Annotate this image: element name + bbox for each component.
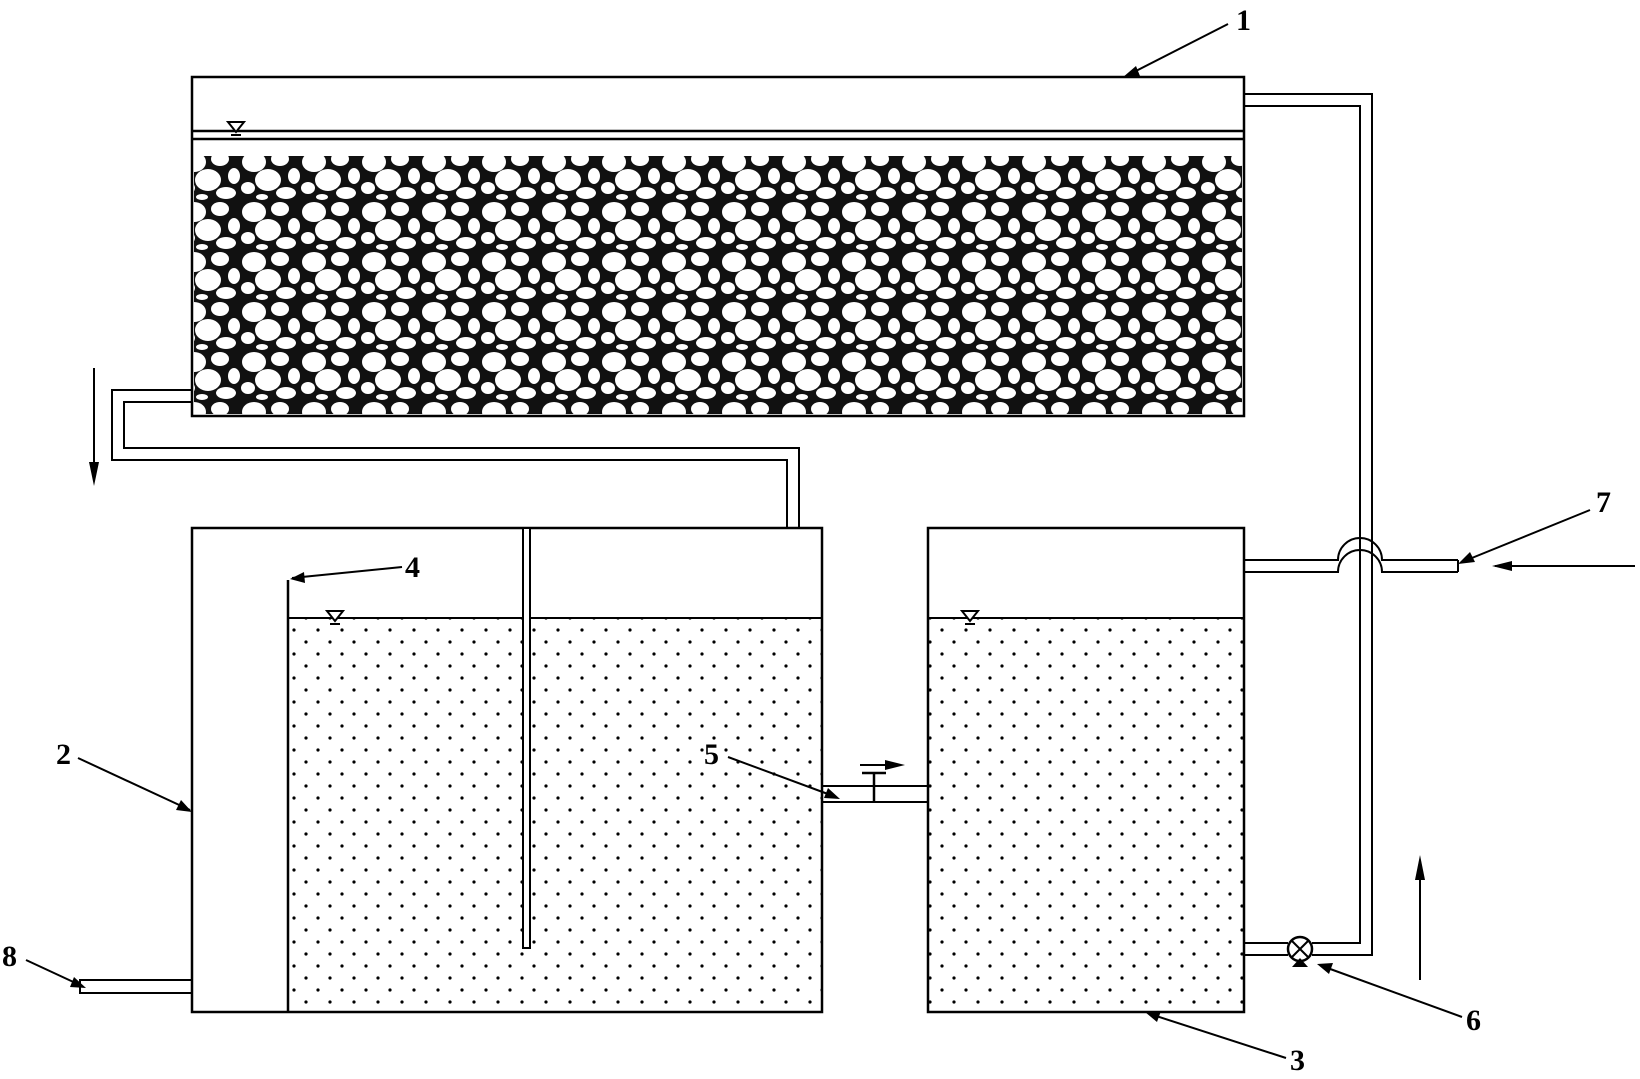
- label-8: 8: [2, 940, 86, 988]
- label-4: 4: [290, 551, 420, 584]
- label-5: 5: [704, 738, 840, 799]
- storage-tank: [926, 526, 1246, 1014]
- settling-tank-outline: [190, 526, 824, 1014]
- water-level-icon: [324, 610, 346, 625]
- settling-water: [289, 618, 821, 1011]
- flow-arrow-icon: [1492, 561, 1635, 571]
- label-7: 7: [1458, 486, 1611, 564]
- filter-tank-outline: [190, 75, 1246, 418]
- storage-tank-outline: [926, 526, 1246, 1014]
- storage-water: [929, 618, 1243, 1011]
- label-5-text: 5: [704, 738, 719, 771]
- settling-tank: [190, 526, 824, 1014]
- label-4-text: 4: [405, 551, 420, 584]
- filter-tank: [190, 75, 1246, 418]
- baffle-plate: [522, 527, 531, 949]
- flow-arrow-icon: [860, 760, 905, 770]
- label-2: 2: [56, 738, 192, 812]
- outlet-pipe: [79, 979, 192, 994]
- label-6-text: 6: [1466, 1004, 1481, 1037]
- label-1-text: 1: [1236, 4, 1251, 37]
- filter-outlet-pipe: [111, 389, 800, 528]
- label-7-text: 7: [1596, 486, 1611, 519]
- label-3-text: 3: [1290, 1044, 1305, 1077]
- valve-icon: [862, 771, 886, 802]
- label-1: 1: [1122, 4, 1251, 78]
- label-3: 3: [1145, 1011, 1305, 1077]
- water-level-icon: [225, 121, 247, 136]
- flow-arrow-icon: [1415, 855, 1425, 980]
- inlet-pipe: [1244, 537, 1459, 573]
- label-2-text: 2: [56, 738, 71, 771]
- pump-icon: [1286, 935, 1314, 967]
- recirculation-pipe: [1244, 93, 1373, 956]
- gravel-media: [194, 156, 1242, 414]
- label-6: 6: [1317, 963, 1481, 1037]
- flow-arrow-icon: [89, 368, 99, 486]
- water-level-icon: [959, 610, 981, 625]
- label-8-text: 8: [2, 940, 17, 973]
